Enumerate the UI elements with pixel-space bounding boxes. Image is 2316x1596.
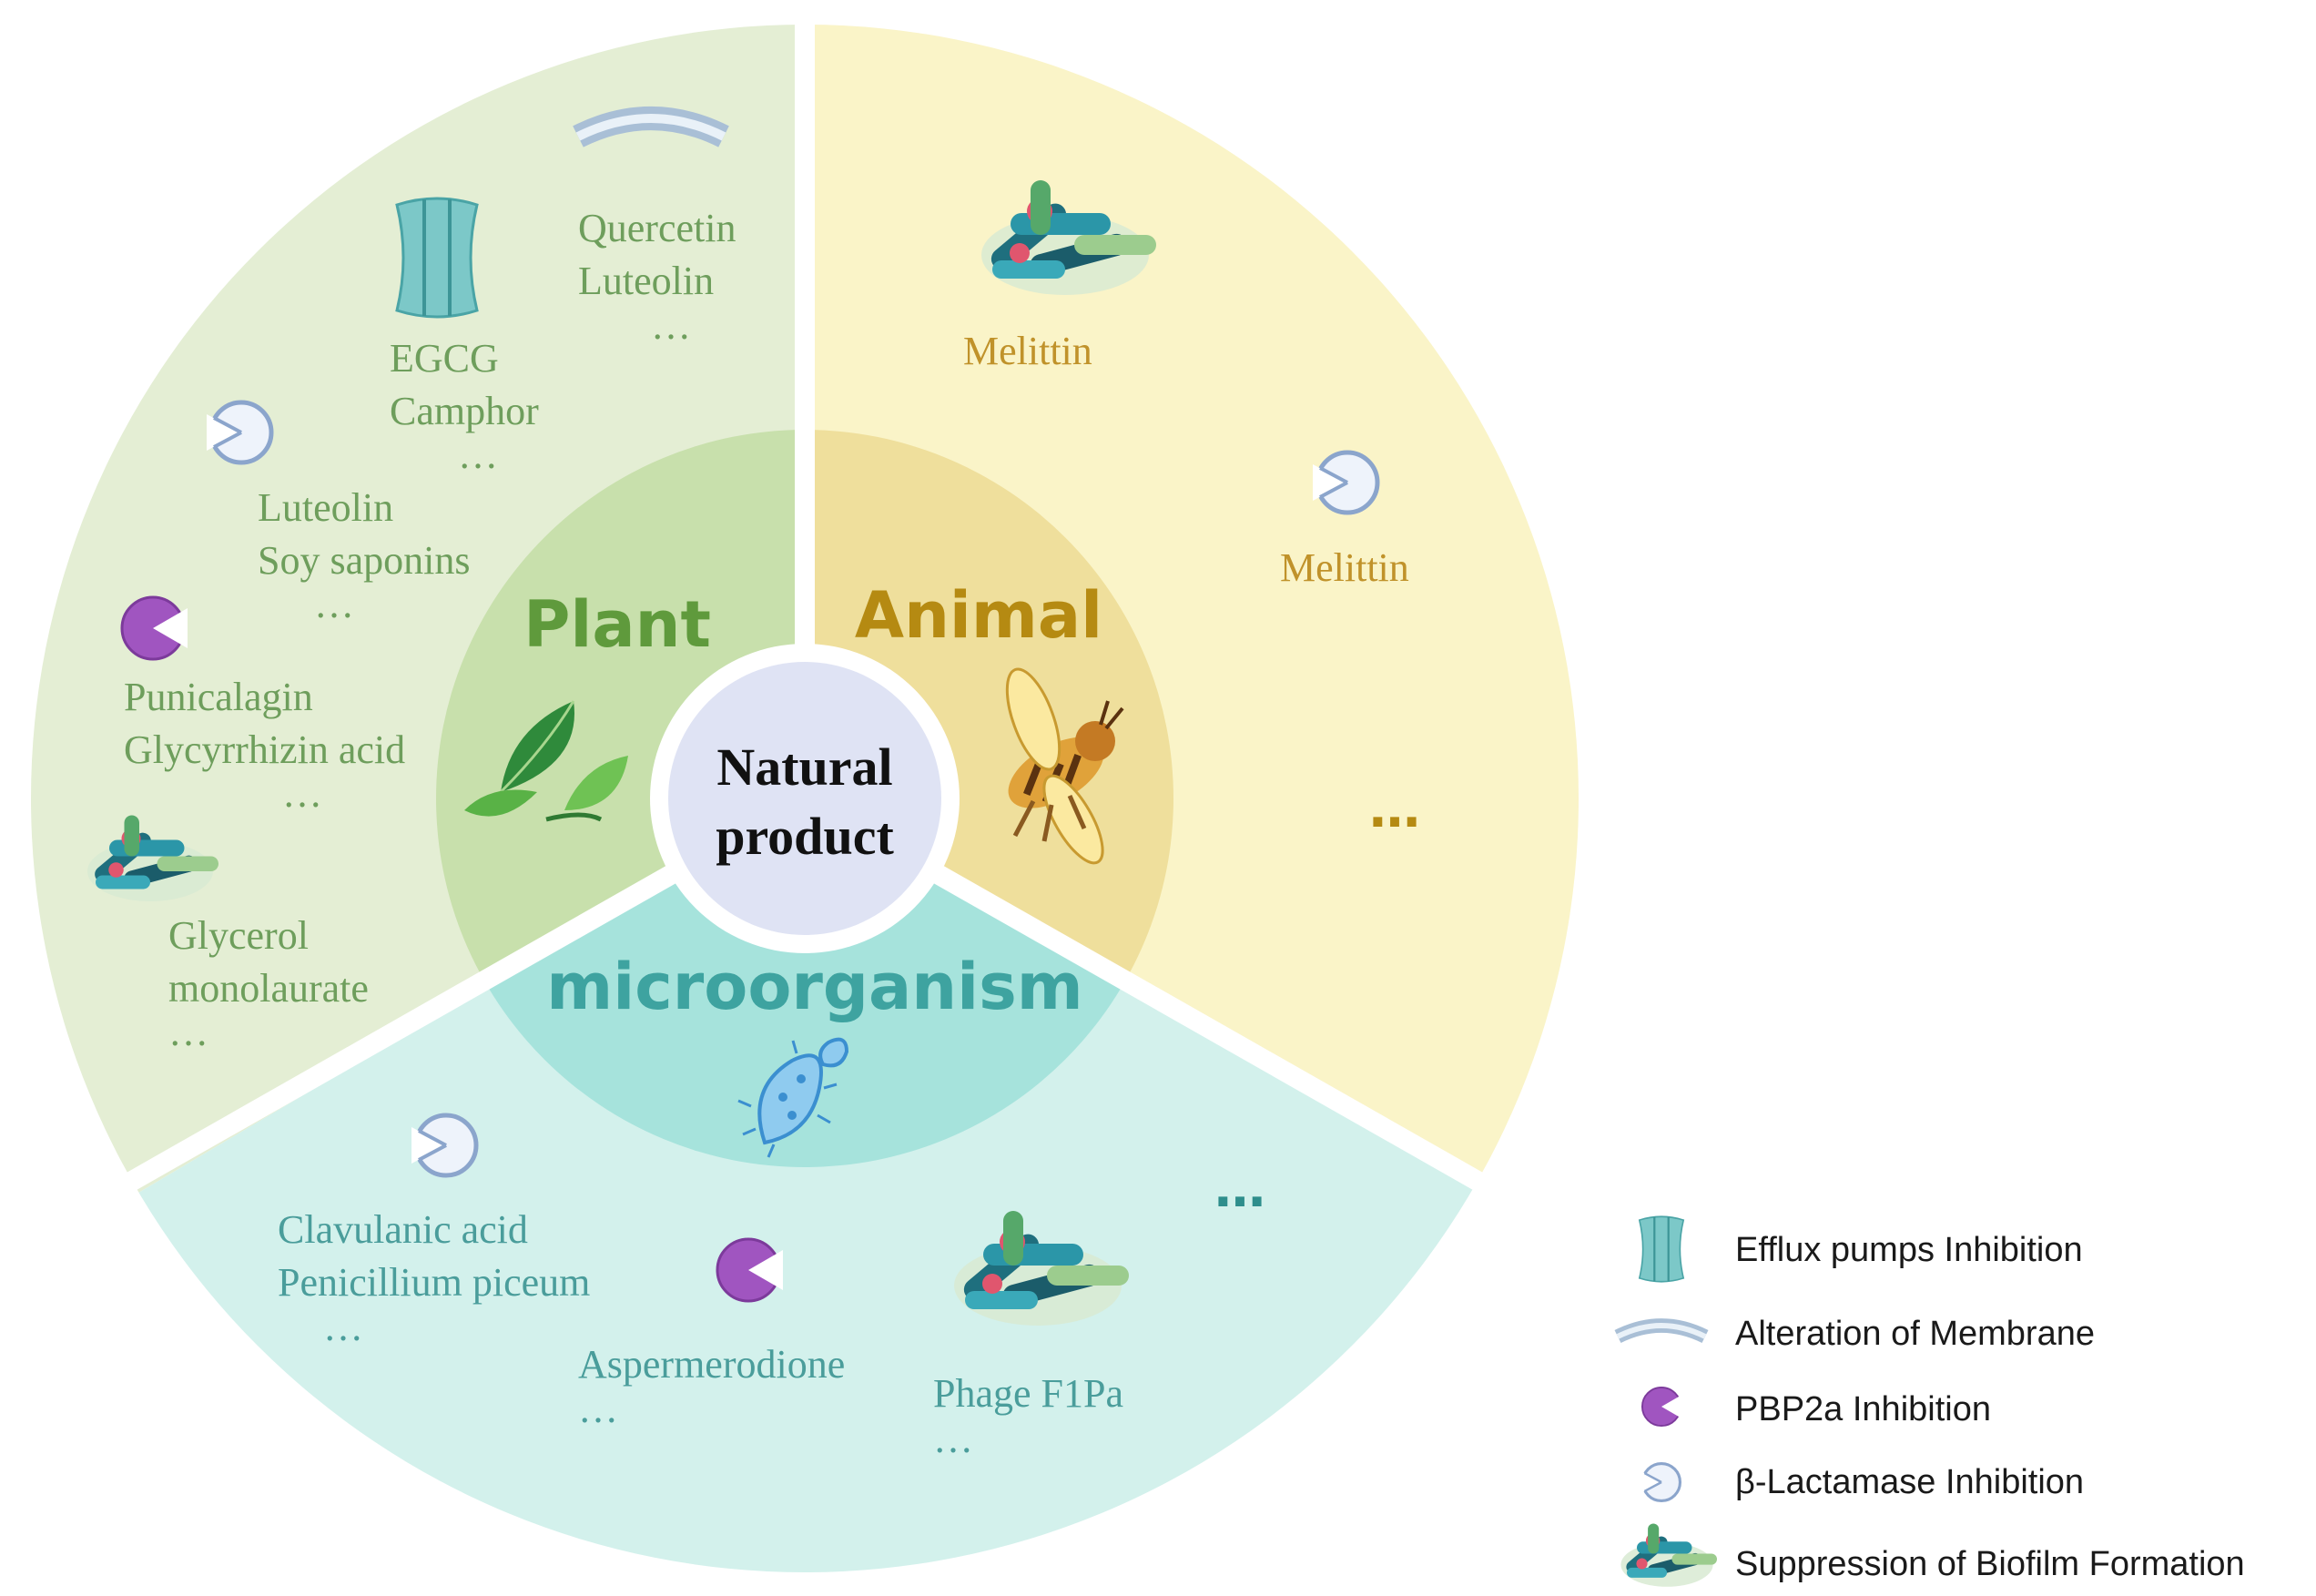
micro-lactamase-line1: Clavulanic acid xyxy=(278,1207,528,1252)
microorganism-ellipsis: … xyxy=(1214,1160,1265,1219)
micro-pbp2a-line1: Aspermerodione xyxy=(578,1342,845,1387)
micro-lactamase-line2: Penicillium piceum xyxy=(278,1260,590,1305)
beta-lactamase-icon xyxy=(1638,1461,1682,1503)
center-circle xyxy=(668,662,941,935)
plant-efflux-line3: … xyxy=(458,432,498,477)
legend-label-efflux: Efflux pumps Inhibition xyxy=(1735,1231,2083,1269)
micro-pbp2a-line2: … xyxy=(578,1387,618,1431)
animal-title: Animal xyxy=(855,578,1102,653)
micro-biofilm-line1: Phage F1Pa xyxy=(933,1371,1123,1416)
animal-lactamase-line1: Melittin xyxy=(1280,545,1409,590)
plant-membrane-line3: … xyxy=(651,303,691,348)
plant-lactamase-line2: Soy saponins xyxy=(258,538,470,583)
microorganism-outer-sector xyxy=(31,798,1579,1572)
plant-outer-sector xyxy=(31,25,805,1275)
plant-pbp2a-line3: … xyxy=(282,771,322,816)
membrane-icon xyxy=(1618,1326,1705,1337)
biofilm-icon xyxy=(1620,1523,1717,1587)
plant-title: Plant xyxy=(523,587,711,662)
plant-pbp2a-line1: Punicalagin xyxy=(124,675,313,719)
plant-pbp2a-line2: Glycyrrhizin acid xyxy=(124,727,405,772)
pbp2a-icon xyxy=(1640,1386,1684,1428)
micro-lactamase-line3: … xyxy=(323,1305,363,1349)
legend-label-membrane: Alteration of Membrane xyxy=(1735,1315,2095,1353)
plant-biofilm-line3: … xyxy=(168,1010,208,1054)
legend-label-biofilm: Suppression of Biofilm Formation xyxy=(1735,1545,2245,1583)
center-label-line2: product xyxy=(716,807,894,866)
legend-label-lactamase: β-Lactamase Inhibition xyxy=(1735,1463,2084,1501)
microorganism-title: microorganism xyxy=(546,950,1082,1024)
micro-biofilm-line2: … xyxy=(933,1417,973,1461)
plant-efflux-line1: EGCG xyxy=(390,336,499,381)
legend-label-pbp2a: PBP2a Inhibition xyxy=(1735,1390,1991,1428)
efflux-pump-icon xyxy=(1638,1215,1685,1283)
center-label-line1: Natural xyxy=(716,737,892,797)
animal-biofilm-line1: Melittin xyxy=(963,329,1092,373)
plant-membrane-line1: Quercetin xyxy=(578,206,736,250)
legend: Efflux pumps Inhibition Alteration of Me… xyxy=(1618,1215,2245,1587)
plant-efflux-line2: Camphor xyxy=(390,389,539,433)
efflux-pump-icon xyxy=(395,197,479,319)
animal-ellipsis: … xyxy=(1369,780,1420,839)
plant-biofilm-line2: monolaurate xyxy=(168,966,369,1011)
plant-biofilm-line1: Glycerol xyxy=(168,913,309,958)
plant-membrane-line2: Luteolin xyxy=(578,259,714,303)
plant-lactamase-line1: Luteolin xyxy=(258,485,393,530)
plant-lactamase-line3: … xyxy=(314,582,354,626)
